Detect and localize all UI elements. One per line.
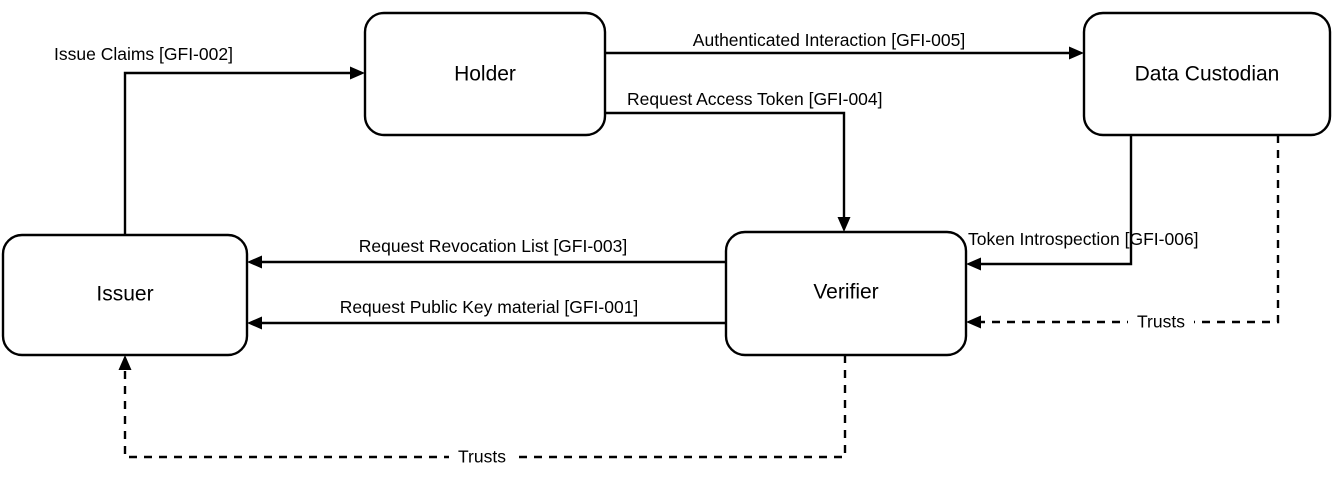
edge-authenticated-interaction: Authenticated Interaction [GFI-005] <box>605 30 1084 60</box>
edge-request-revocation-list-arrowhead <box>247 255 262 269</box>
node-issuer-shape[interactable] <box>1 233 249 357</box>
edge-issue-claims: Issue Claims [GFI-002] <box>54 44 365 235</box>
node-verifier[interactable]: Verifier <box>724 230 968 357</box>
node-data-custodian-label: Data Custodian <box>1135 63 1280 86</box>
edge-label-issue-claims: Issue Claims [GFI-002] <box>54 44 233 64</box>
node-verifier-label: Verifier <box>813 281 878 304</box>
node-data-custodian-shape[interactable] <box>1082 11 1332 137</box>
edge-trusts-custodian-verifier: Trusts <box>966 135 1280 333</box>
edge-request-access-token: Request Access Token [GFI-004] <box>605 89 883 232</box>
edge-label-trusts-verifier-issuer: Trusts <box>458 447 506 467</box>
edge-token-introspection-path <box>975 135 1133 266</box>
node-data-custodian[interactable]: Data Custodian <box>1082 11 1332 137</box>
edge-label-token-introspection: Token Introspection [GFI-006] <box>968 229 1199 249</box>
node-issuer-label: Issuer <box>96 283 153 306</box>
edge-issue-claims-path <box>123 71 356 235</box>
edge-request-revocation-list: Request Revocation List [GFI-003] <box>247 236 726 269</box>
edge-trusts-verifier-issuer-path <box>123 355 847 459</box>
edge-trusts-verifier-issuer-label-bg <box>449 446 515 468</box>
edge-label-request-access-token: Request Access Token [GFI-004] <box>627 89 883 109</box>
edge-trusts-custodian-verifier-label-bg <box>1128 311 1194 333</box>
edge-label-request-public-key-material: Request Public Key material [GFI-001] <box>340 297 639 317</box>
edge-request-access-token-arrowhead <box>837 217 851 232</box>
edge-request-access-token-path <box>605 111 846 223</box>
edge-trusts-custodian-verifier-path <box>975 135 1280 324</box>
edge-issue-claims-arrowhead <box>350 66 365 80</box>
edge-label-trusts-custodian-verifier: Trusts <box>1137 312 1185 332</box>
node-verifier-shape[interactable] <box>724 230 968 357</box>
edge-trusts-verifier-issuer: Trusts <box>118 355 847 468</box>
edge-token-introspection: Token Introspection [GFI-006] <box>966 135 1199 271</box>
node-holder[interactable]: Holder <box>363 11 607 137</box>
node-holder-shape[interactable] <box>363 11 607 137</box>
edge-label-request-revocation-list: Request Revocation List [GFI-003] <box>359 236 627 256</box>
node-issuer[interactable]: Issuer <box>1 233 249 357</box>
node-holder-label: Holder <box>454 63 516 86</box>
edge-request-public-key-material-arrowhead <box>247 316 262 330</box>
edge-authenticated-interaction-arrowhead <box>1069 46 1084 60</box>
edge-request-public-key-material: Request Public Key material [GFI-001] <box>247 297 726 330</box>
edge-trusts-custodian-verifier-arrowhead <box>966 315 981 329</box>
edge-token-introspection-arrowhead <box>966 257 981 271</box>
edge-trusts-verifier-issuer-arrowhead <box>118 355 132 370</box>
edge-label-authenticated-interaction: Authenticated Interaction [GFI-005] <box>693 30 965 50</box>
